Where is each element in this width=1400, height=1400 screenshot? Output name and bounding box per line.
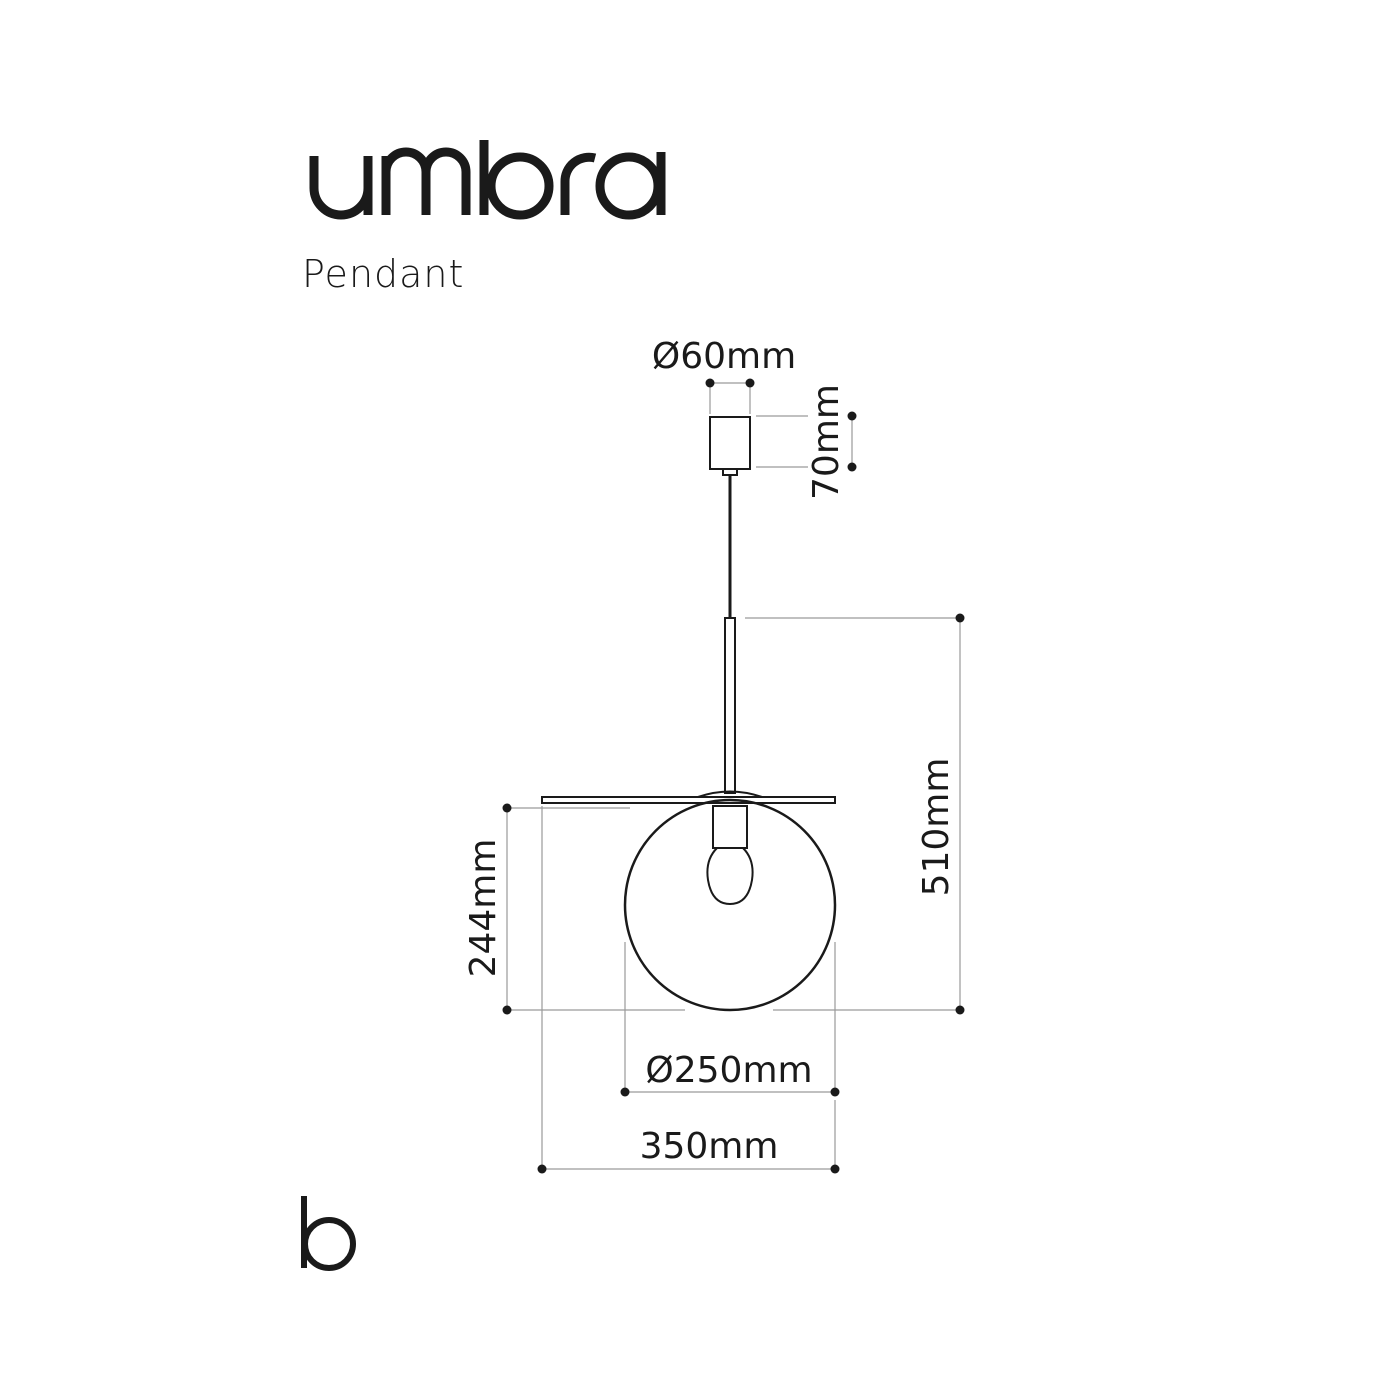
dimension-lines xyxy=(506,382,961,1170)
label-globe-height: 244mm xyxy=(463,839,504,978)
label-total-height: 510mm xyxy=(916,758,957,897)
brand-logo xyxy=(309,140,666,220)
stem xyxy=(724,617,736,794)
product-type: Pendant xyxy=(302,252,465,296)
globe xyxy=(623,798,837,1012)
disc-shade xyxy=(541,790,836,804)
label-canopy-diameter: Ø60mm xyxy=(652,336,796,377)
label-disc-width: 350mm xyxy=(640,1126,779,1167)
label-canopy-height: 70mm xyxy=(806,384,847,500)
socket xyxy=(712,805,748,849)
brand-mark xyxy=(301,1196,356,1271)
label-globe-diameter: Ø250mm xyxy=(645,1050,812,1091)
bulb xyxy=(706,847,754,906)
canopy xyxy=(709,416,751,476)
dimension-dots xyxy=(502,378,965,1174)
